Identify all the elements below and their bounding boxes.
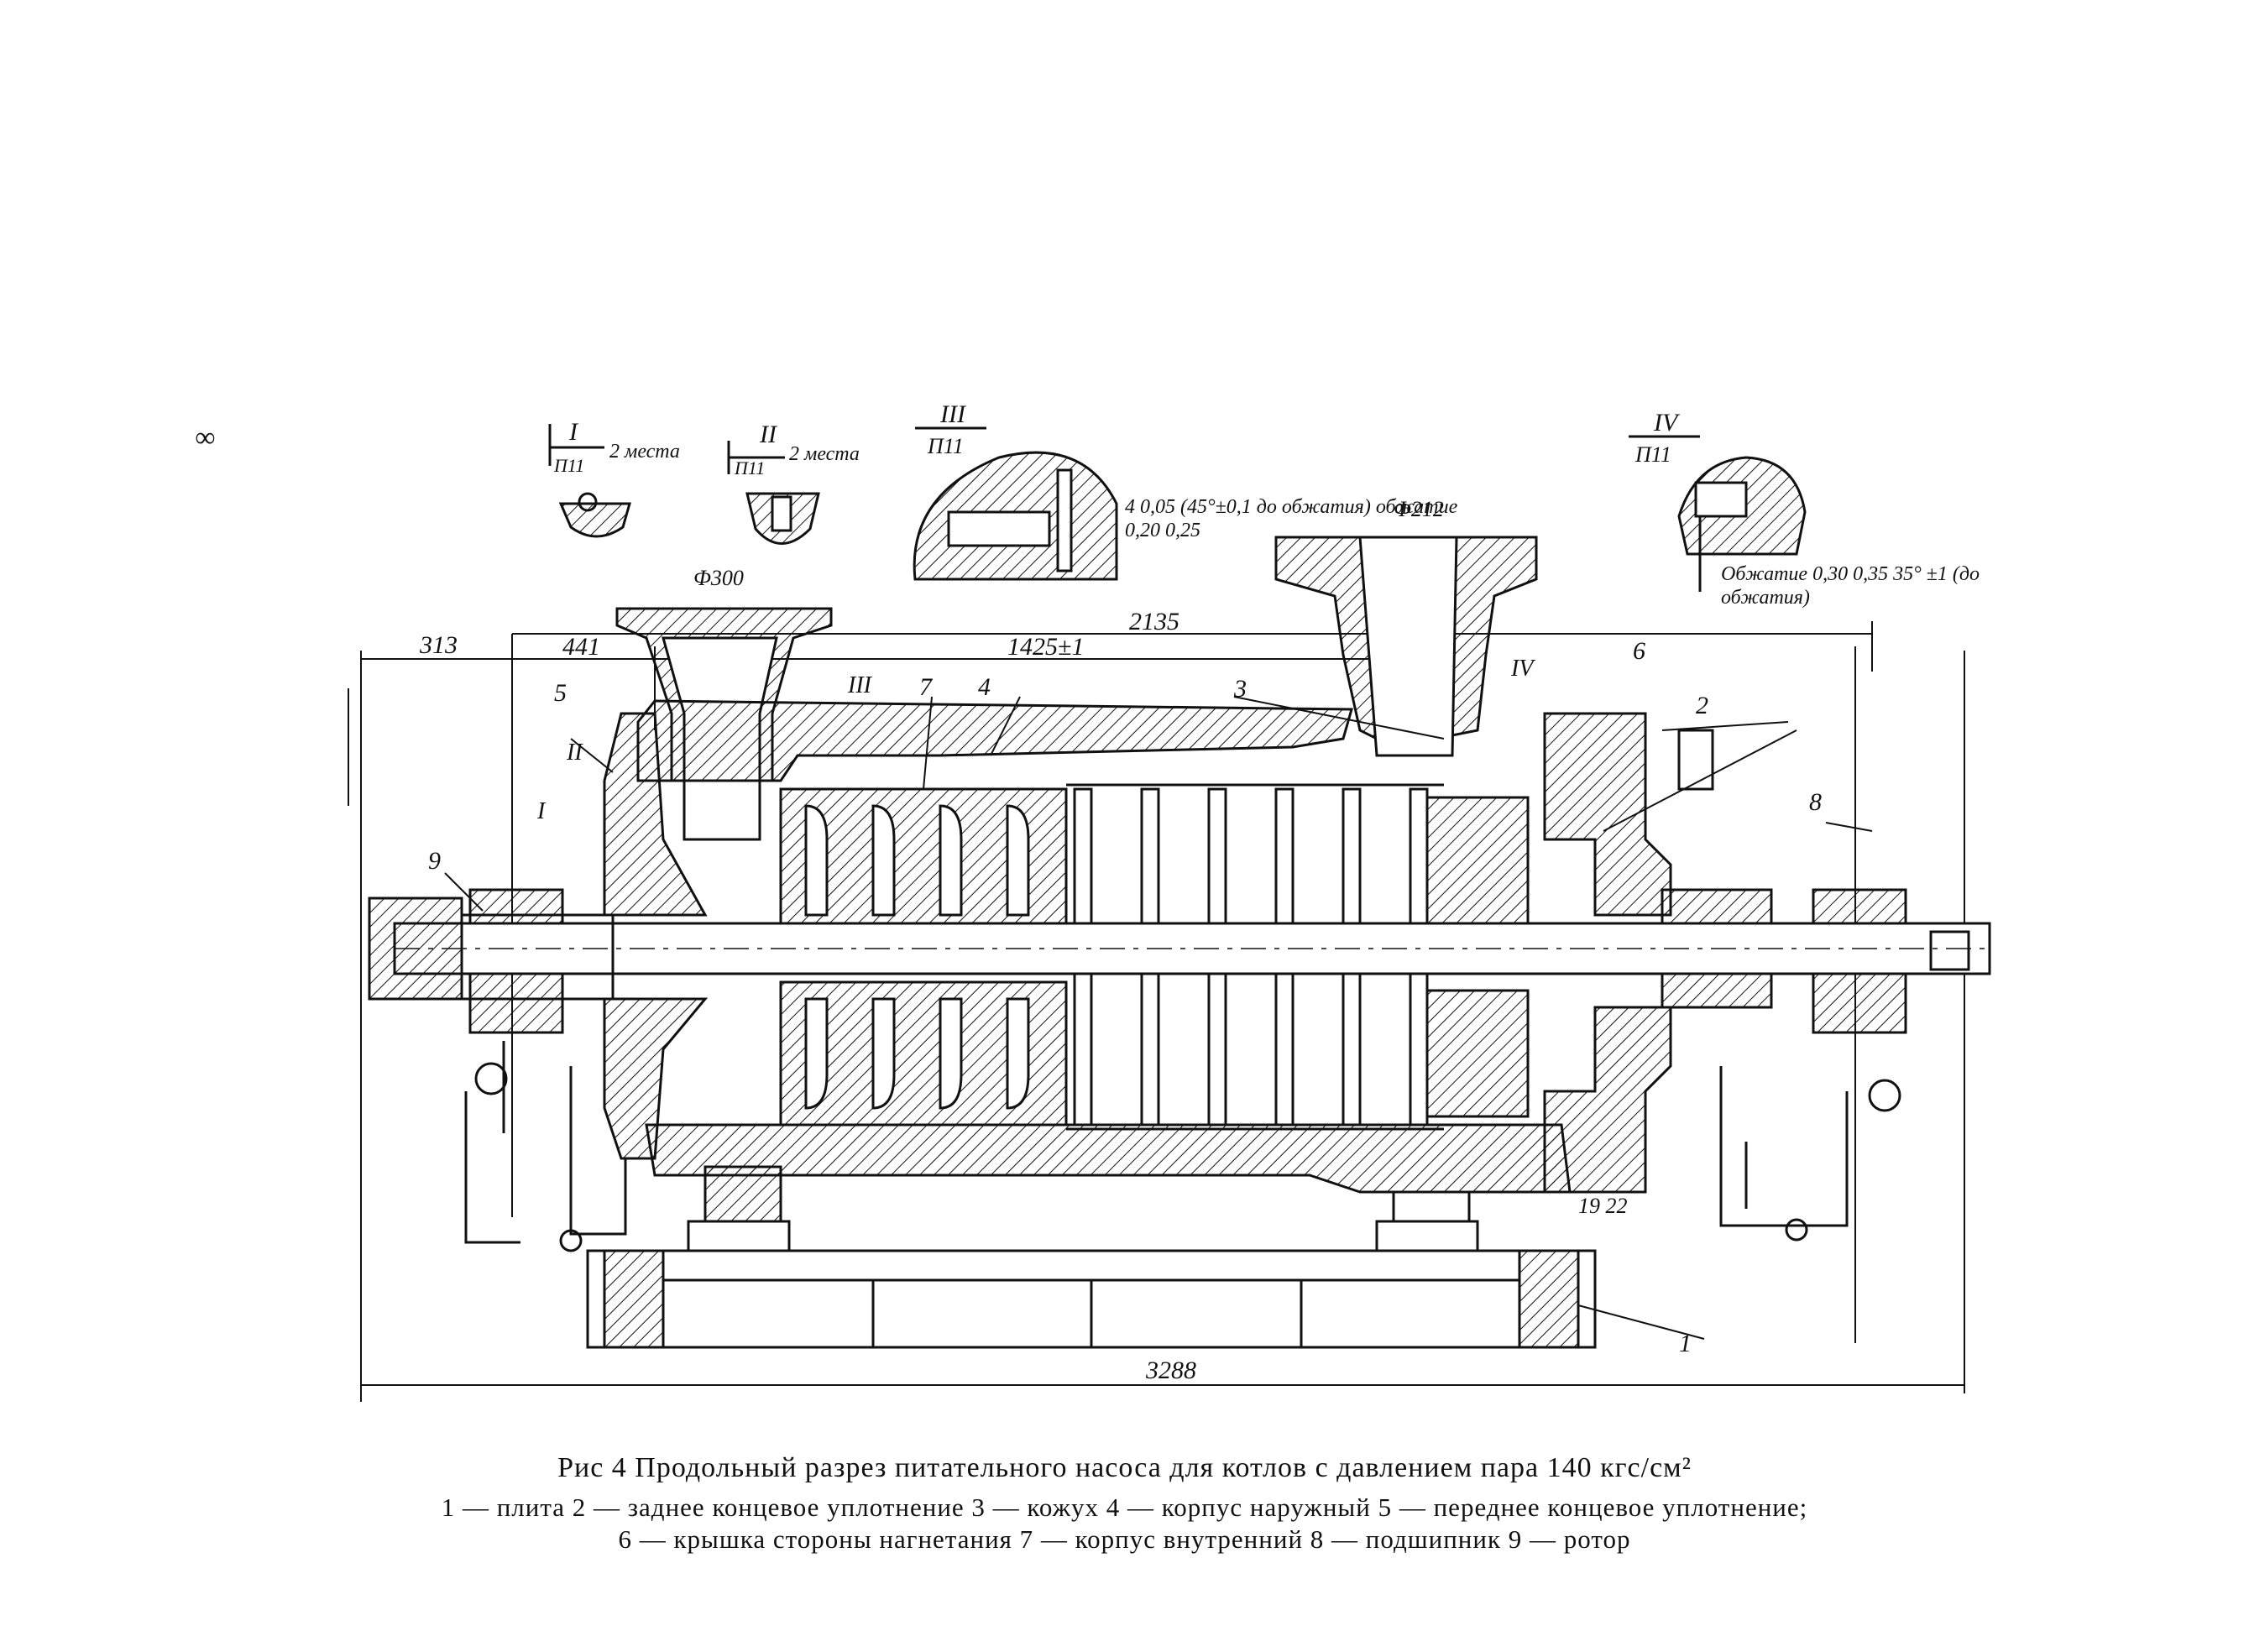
dim-2135: 2135 [1129,608,1179,635]
dim-1425: 1425±1 [1007,633,1084,661]
detail-view-II: II П11 2 места [727,421,860,545]
dim-3288: 3288 [1145,1357,1196,1384]
callout-III: III [847,672,873,698]
detail-I-spec: П11 [553,455,584,476]
figure-caption-legend-line-1: 1 — плита 2 — заднее концевое уплотнение… [441,1493,1808,1522]
callout-4: 4 [978,673,991,701]
callout-7: 7 [919,673,934,701]
callout-3: 3 [1233,675,1247,703]
detail-IV-roman: IV [1653,409,1681,437]
dim-313: 313 [419,631,458,659]
figure-caption-legend-line-2: 6 — крышка стороны нагнетания 7 — корпус… [618,1524,1631,1554]
callout-9: 9 [428,847,441,875]
detail-IV-spec: П11 [1634,442,1671,467]
detail-II-roman: II [759,421,778,448]
callout-6: 6 [1633,637,1645,665]
dim-suction-diameter: Ф300 [693,566,744,590]
detail-III-spec: П11 [927,434,964,458]
detail-I-roman: I [568,418,579,446]
callout-IV: IV [1510,656,1535,682]
detail-view-III: III П11 4 0,05 (45°±0,1 до обжатия) обжа… [913,400,1458,581]
detail-II-note: 2 места [789,443,860,465]
callouts [444,696,1873,1340]
detail-I-note: 2 места [609,441,680,463]
callout-2: 2 [1696,692,1708,719]
callout-5: 5 [554,679,567,707]
detail-II-spec: П11 [734,457,765,478]
page-mark: ∞ [195,422,215,453]
callout-labels: 2 1 3 4 5 6 7 8 9 I II III IV [428,637,1822,1357]
pump-body [368,536,1991,1349]
dim-discharge-diameter: Ф212 [1394,497,1444,521]
detail-view-I: I П11 2 места [548,418,680,538]
figure-caption-title: Рис 4 Продольный разрез питательного нас… [557,1452,1692,1483]
detail-IV-note: Обжатие 0,30 0,35 35° ±1 (до обжатия) [1721,563,1980,609]
callout-1: 1 [1679,1330,1692,1357]
callout-II: II [566,740,583,766]
detail-III-roman: III [939,400,967,428]
detail-view-IV: IV П11 Обжатие 0,30 0,35 35° ±1 (до обжа… [1629,409,1980,609]
detail-III-note: 4 0,05 (45°±0,1 до обжатия) обжатие 0,20… [1125,496,1458,541]
callout-I: I [536,798,547,824]
dim-1922: 19 22 [1578,1194,1628,1218]
dim-441: 441 [562,633,600,661]
callout-8: 8 [1809,788,1822,816]
